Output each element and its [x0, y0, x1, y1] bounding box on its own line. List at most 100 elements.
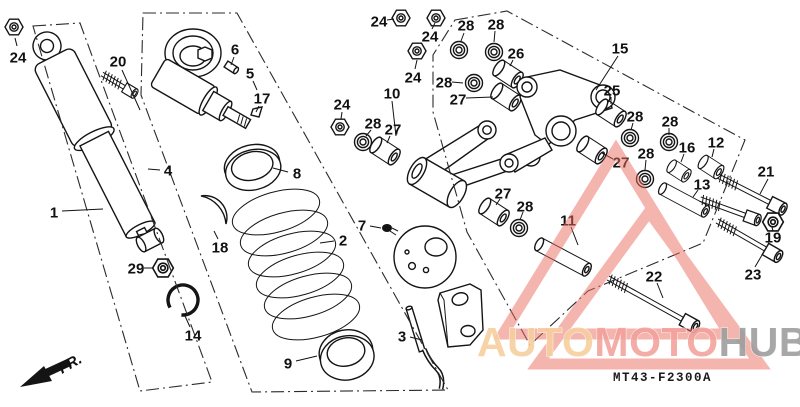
group-boundaries [32, 10, 746, 393]
part-label-28: 28 [436, 75, 453, 92]
line-art [4, 9, 790, 390]
part-label-19: 19 [765, 230, 782, 247]
part-label-24: 24 [422, 29, 439, 46]
leader-line [754, 254, 763, 268]
leader-line [409, 336, 423, 341]
damper-head-assembly [150, 28, 264, 130]
part-label-15: 15 [612, 41, 629, 58]
nut-19-part [761, 212, 785, 232]
spring-guide-18-part [200, 194, 228, 225]
watermark-triangle-2 [527, 202, 771, 370]
part-label-1: 1 [50, 205, 58, 222]
part-label-27: 27 [495, 186, 512, 203]
leader-line [319, 240, 335, 244]
part-label-28: 28 [638, 146, 655, 163]
leader-line [147, 168, 161, 171]
part-label-24: 24 [334, 97, 351, 114]
fr-label: FR. [56, 351, 85, 378]
bolt-22-part [606, 274, 703, 335]
bolt-21-part [716, 171, 790, 218]
spring-2-part [231, 188, 361, 341]
leader-line [759, 178, 769, 195]
rod-3-part [405, 305, 426, 353]
leader-line [184, 315, 191, 328]
leader-line [369, 225, 382, 229]
bolt-19-part [699, 194, 764, 228]
linkage-arm-10 [406, 120, 541, 238]
part-label-24: 24 [371, 14, 388, 31]
leader-line [711, 148, 715, 158]
leader-line [431, 22, 436, 30]
leader-line [272, 167, 289, 173]
cushion-knuckle-15 [499, 69, 727, 279]
leader-line [295, 355, 318, 362]
part-label-28: 28 [517, 199, 534, 216]
leader-line [61, 208, 104, 212]
spring-group [200, 143, 484, 390]
part-label-23: 23 [745, 267, 762, 284]
part-label-16: 16 [679, 140, 696, 157]
part-code: MT43-F2300A [613, 371, 712, 385]
leader-line [365, 129, 372, 137]
leader-line [213, 230, 219, 240]
leader-line [121, 69, 141, 111]
part-label-10: 10 [384, 86, 401, 103]
part-label-29: 29 [128, 261, 145, 278]
leader-line [255, 105, 260, 113]
part-label-4: 4 [164, 163, 173, 180]
leader-line [771, 226, 774, 232]
watermark [493, 139, 771, 370]
part-label-26: 26 [508, 46, 525, 63]
part-label-20: 20 [110, 54, 127, 71]
damper-assembly [4, 18, 200, 317]
part-label-24: 24 [10, 50, 27, 67]
leader-line [230, 56, 235, 66]
part-label-28: 28 [488, 17, 505, 34]
part-label-12: 12 [708, 135, 725, 152]
part-label-8: 8 [293, 166, 301, 183]
part-label-18: 18 [212, 240, 229, 257]
part-label-21: 21 [758, 164, 775, 181]
bolt-23-part [715, 217, 786, 265]
leader-line [252, 80, 258, 91]
part-label-25: 25 [604, 83, 621, 100]
leader-line [692, 189, 699, 198]
leader-line [595, 55, 619, 91]
watermark-text: AUTOMOTOHUB [477, 319, 800, 365]
fr-direction-arrow: FR. [20, 351, 85, 387]
part-label-17: 17 [254, 91, 271, 108]
leader-line [386, 135, 391, 144]
part-label-24: 24 [405, 70, 422, 87]
leader-line [451, 81, 464, 84]
part-label-27: 27 [450, 92, 467, 109]
part-label-27: 27 [385, 122, 402, 139]
bolts [100, 70, 790, 335]
leader-line [493, 30, 496, 43]
part-label-3: 3 [398, 329, 406, 346]
leader-line [509, 59, 514, 67]
part-label-28: 28 [662, 114, 679, 131]
valve-7-part [382, 224, 392, 232]
spring-seat-9-part [318, 329, 375, 381]
leader-line [680, 153, 685, 163]
leader-line [14, 37, 18, 47]
leader-line [391, 100, 397, 137]
part-label-28: 28 [627, 109, 644, 126]
leader-line [414, 59, 418, 70]
leader-line [386, 18, 395, 21]
leader-line [656, 282, 664, 299]
leader-line [495, 198, 501, 206]
part-label-5: 5 [246, 66, 254, 83]
part-label-28: 28 [458, 18, 475, 35]
part-label-14: 14 [185, 328, 202, 345]
part-label-2: 2 [339, 233, 347, 250]
part-label-13: 13 [694, 177, 711, 194]
leader-line [460, 32, 465, 42]
part-label-9: 9 [284, 356, 292, 373]
leader-line [340, 111, 343, 120]
bolt-20-part [100, 70, 141, 100]
part-label-28: 28 [365, 116, 382, 133]
